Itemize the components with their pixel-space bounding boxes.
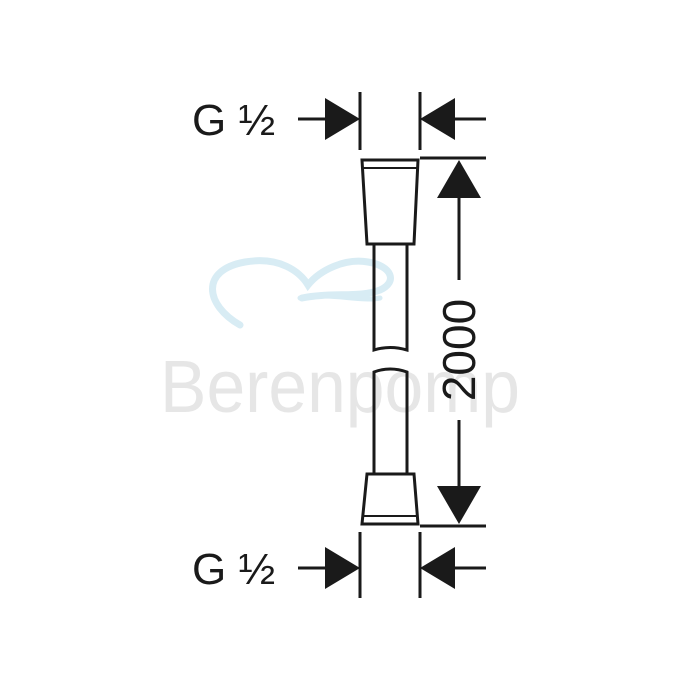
arrow-up-icon (437, 160, 481, 198)
hose (360, 158, 420, 526)
arrow-right-icon (325, 547, 360, 589)
top-fitting (360, 158, 420, 246)
hose-lower (372, 367, 409, 476)
arrow-down-icon (437, 486, 481, 524)
hose-upper (372, 244, 409, 353)
thread-label-top: G ½ (192, 96, 275, 145)
watermark-text: Berenpomp (160, 345, 520, 428)
length-dimension (420, 156, 486, 528)
length-label: 2000 (433, 299, 485, 401)
arrow-right-icon (325, 98, 360, 140)
water-wave-icon (209, 257, 394, 329)
bottom-thread-dimension (298, 532, 486, 598)
water-wave-icon-inner (297, 293, 383, 302)
top-thread-dimension (298, 92, 486, 150)
thread-label-bottom: G ½ (192, 545, 275, 594)
arrow-left-icon (420, 547, 455, 589)
bottom-fitting (360, 472, 420, 526)
arrow-left-icon (420, 98, 455, 140)
watermark: Berenpomp (160, 257, 520, 428)
